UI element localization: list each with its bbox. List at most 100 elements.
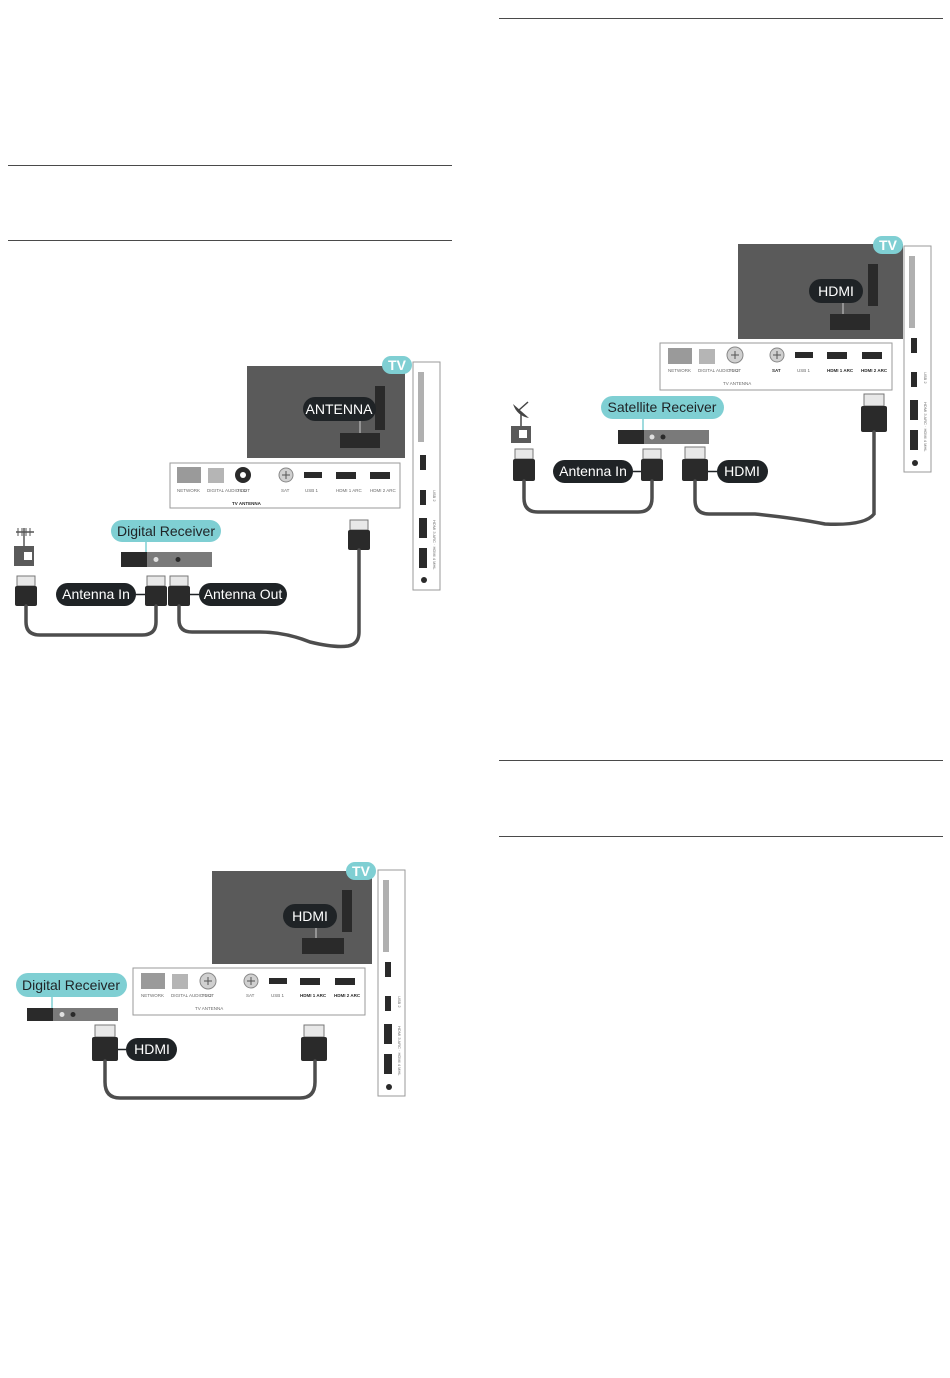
hdmi-plug — [301, 1024, 327, 1061]
hdmi-cable-label: HDMI — [708, 460, 768, 483]
svg-text:DIGITAL AUDIO OUT: DIGITAL AUDIO OUT — [207, 488, 250, 493]
svg-text:USB 2: USB 2 — [923, 372, 928, 384]
svg-text:Antenna In: Antenna In — [62, 586, 130, 602]
tv-connector-panel: NETWORK DIGITAL AUDIO OUT 75 Ω TV ANTENN… — [169, 462, 401, 509]
antenna-cable — [177, 548, 361, 649]
antenna-label: ANTENNA — [303, 397, 376, 421]
tv-connector-panel: NETWORK DIGITAL AUDIO OUT 75 Ω TV ANTENN… — [659, 342, 893, 391]
svg-text:Antenna Out: Antenna Out — [204, 586, 283, 602]
network-port — [141, 973, 165, 989]
svg-text:SAT: SAT — [281, 488, 290, 493]
network-port — [668, 348, 692, 364]
coax-plug — [513, 448, 535, 481]
svg-text:HDMI 2 ARC: HDMI 2 ARC — [334, 993, 361, 998]
optical-port — [699, 349, 715, 364]
hdmi-plug — [682, 446, 708, 481]
svg-text:TV ANTENNA: TV ANTENNA — [723, 381, 751, 386]
hdmi-cable — [693, 430, 876, 527]
svg-text:75 Ω: 75 Ω — [202, 993, 212, 998]
tv-side-panel: USB 2 HDMI 3 ARC · HDMI 4 MHL — [377, 869, 406, 1097]
hdmi1-port — [300, 978, 320, 985]
antenna-cable — [24, 604, 158, 637]
svg-text:ANTENNA: ANTENNA — [306, 401, 374, 417]
hdmi2-port — [335, 978, 355, 985]
tv-side-panel: USB 2 HDMI 3 ARC · HDMI 4 MHL — [412, 361, 441, 591]
svg-text:SAT: SAT — [772, 368, 781, 373]
divider-line — [499, 18, 943, 19]
svg-text:HDMI 2 ARC: HDMI 2 ARC — [861, 368, 888, 373]
antenna-in-label: Antenna In — [553, 460, 641, 483]
svg-text:HDMI 1 ARC: HDMI 1 ARC — [300, 993, 327, 998]
hdmi1-port — [336, 472, 356, 479]
satellite-dish-icon — [511, 401, 531, 443]
antenna-connection-diagram: TV ANTENNA NETWORK DIGITAL AUDIO OUT 75 … — [14, 356, 441, 649]
svg-text:Satellite Receiver: Satellite Receiver — [608, 399, 717, 415]
svg-text:DIGITAL AUDIO OUT: DIGITAL AUDIO OUT — [171, 993, 214, 998]
svg-text:USB 2: USB 2 — [432, 490, 437, 502]
antenna-out-label: Antenna Out — [190, 583, 287, 606]
network-port — [177, 467, 201, 483]
svg-text:HDMI 3 ARC · HDMI 4 MHL: HDMI 3 ARC · HDMI 4 MHL — [397, 1026, 402, 1076]
svg-text:Digital Receiver: Digital Receiver — [22, 977, 120, 993]
svg-text:HDMI 1 ARC: HDMI 1 ARC — [827, 368, 854, 373]
tv-stand — [340, 433, 380, 448]
hdmi-plug — [861, 393, 887, 432]
usb1-port — [795, 352, 813, 358]
svg-text:USB 1: USB 1 — [797, 368, 811, 373]
hdmi-cable — [103, 1059, 317, 1100]
svg-text:HDMI: HDMI — [724, 463, 760, 479]
coax-plug — [145, 575, 167, 606]
svg-text:HDMI: HDMI — [818, 283, 854, 299]
coax-plug — [15, 575, 37, 606]
svg-text:USB 1: USB 1 — [271, 993, 285, 998]
optical-port — [208, 468, 224, 483]
svg-text:NETWORK: NETWORK — [177, 488, 200, 493]
svg-text:TV: TV — [352, 863, 371, 879]
hdmi-cable-label: HDMI — [118, 1038, 177, 1061]
svg-text:USB 2: USB 2 — [397, 996, 402, 1008]
hdmi-plug — [92, 1024, 118, 1061]
hdmi-receiver-connection-diagram: TV HDMI NETWORK DIGITAL AUDIO OUT 75 Ω T… — [16, 862, 406, 1100]
svg-text:Antenna In: Antenna In — [559, 463, 627, 479]
svg-text:TV: TV — [879, 237, 898, 253]
divider-line — [8, 240, 452, 241]
svg-text:75 Ω: 75 Ω — [729, 368, 739, 373]
digital-receiver-box — [121, 552, 212, 567]
hdmi2-port — [862, 352, 882, 359]
satellite-connection-diagram: TV HDMI NETWORK DIGITAL AUDIO OUT 75 Ω T… — [511, 236, 932, 527]
coax-plug — [348, 519, 370, 550]
svg-text:TV: TV — [388, 357, 407, 373]
tv-badge: TV — [382, 356, 412, 374]
svg-text:USB 1: USB 1 — [305, 488, 319, 493]
svg-text:HDMI 2 ARC: HDMI 2 ARC — [370, 488, 397, 493]
svg-text:HDMI: HDMI — [134, 1041, 170, 1057]
antenna-cable — [522, 479, 654, 514]
digital-receiver-label: Digital Receiver — [16, 973, 127, 1008]
svg-text:HDMI 1 ARC: HDMI 1 ARC — [336, 488, 363, 493]
hdmi-tv-label: HDMI — [809, 279, 863, 303]
svg-text:75 Ω: 75 Ω — [237, 488, 247, 493]
coax-plug — [641, 448, 663, 481]
tv-stand — [302, 938, 344, 954]
divider-line — [499, 760, 943, 761]
svg-text:Digital Receiver: Digital Receiver — [117, 523, 215, 539]
svg-text:DIGITAL AUDIO OUT: DIGITAL AUDIO OUT — [698, 368, 741, 373]
svg-text:SAT: SAT — [246, 993, 255, 998]
digital-receiver-label: Digital Receiver — [111, 520, 221, 552]
svg-text:HDMI: HDMI — [292, 908, 328, 924]
usb1-port — [269, 978, 287, 984]
tv-badge: TV — [873, 236, 903, 254]
usb1-port — [304, 472, 322, 478]
svg-text:TV ANTENNA: TV ANTENNA — [195, 1006, 223, 1011]
tv-badge: TV — [346, 862, 376, 880]
divider-line — [8, 165, 452, 166]
optical-port — [172, 974, 188, 989]
svg-text:NETWORK: NETWORK — [141, 993, 164, 998]
svg-text:HDMI 3 ARC · HDMI 4 MHL: HDMI 3 ARC · HDMI 4 MHL — [432, 520, 437, 570]
antenna-wall-socket-icon — [14, 528, 34, 566]
antenna-in-label: Antenna In — [56, 583, 145, 606]
svg-text:TV ANTENNA: TV ANTENNA — [232, 501, 262, 506]
tv-side-panel: USB 2 HDMI 3 ARC · HDMI 4 MHL — [903, 245, 932, 473]
digital-receiver-box — [27, 1008, 118, 1021]
hdmi1-port — [827, 352, 847, 359]
